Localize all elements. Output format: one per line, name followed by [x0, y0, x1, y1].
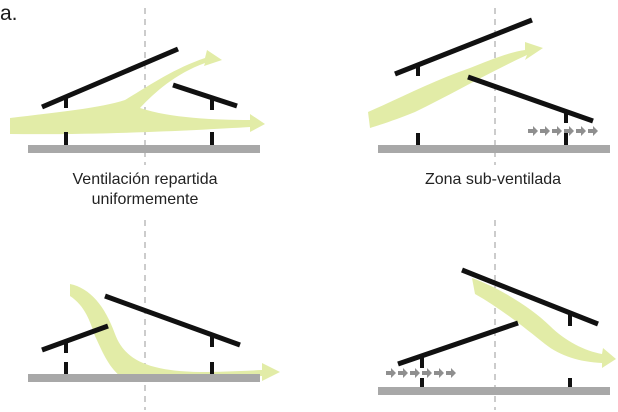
small-arrow-icon: [552, 126, 562, 136]
airflow-stream: [10, 50, 265, 135]
diagram-panel-under-ventilated-zone-inverted: [340, 216, 618, 412]
truncated-text: a.: [0, 2, 18, 25]
diagram-panel-under-ventilated-zone: [340, 0, 618, 170]
small-arrow-icon: [422, 368, 432, 378]
uniform-ventilation-illustration: [10, 8, 265, 165]
caption-line: Zona sub-ventilada: [424, 171, 562, 188]
small-arrow-icon: [576, 126, 586, 136]
small-arrow-icon: [588, 126, 598, 136]
small-arrow-icon: [410, 368, 420, 378]
solar-panel-upper: [104, 293, 241, 348]
small-arrow-icon: [398, 368, 408, 378]
solar-panel-lower: [41, 323, 109, 353]
solar-panel-upper: [394, 17, 533, 77]
airflow-stream: [70, 284, 280, 381]
under-ventilated-zone-illustration: [368, 8, 610, 165]
airflow-stream: [368, 42, 543, 128]
solar-panel-upper: [461, 267, 599, 327]
stagnant-air-arrows: [386, 368, 456, 378]
ground-surface: [28, 145, 260, 153]
small-arrow-icon: [564, 126, 574, 136]
diagram-panel-uniform-ventilation: [0, 0, 300, 170]
small-arrow-icon: [434, 368, 444, 378]
solar-panel-lower: [467, 74, 594, 124]
caption-line: Ventilación repartida: [72, 171, 218, 188]
solar-panel-lower: [397, 320, 519, 367]
small-arrow-icon: [446, 368, 456, 378]
diagram-panel-uniform-ventilation-inverted: [0, 216, 300, 412]
caption-under-ventilated-zone: Zona sub-ventilada: [362, 170, 618, 190]
ground-surface: [378, 387, 610, 395]
caption-uniform-ventilation: Ventilación repartida uniformemente: [30, 170, 260, 210]
small-arrow-icon: [386, 368, 396, 378]
ground-surface: [28, 374, 260, 382]
small-arrow-icon: [528, 126, 538, 136]
under-ventilated-zone-inverted-illustration: [378, 220, 616, 410]
solar-panel-lower: [172, 82, 238, 109]
small-arrow-icon: [540, 126, 550, 136]
ground-surface: [378, 145, 610, 153]
solar-panel-upper: [41, 46, 179, 110]
caption-line: uniformemente: [91, 191, 199, 208]
stagnant-air-arrows: [528, 126, 598, 136]
uniform-ventilation-inverted-illustration: [28, 220, 280, 410]
airflow-stream: [472, 278, 616, 368]
